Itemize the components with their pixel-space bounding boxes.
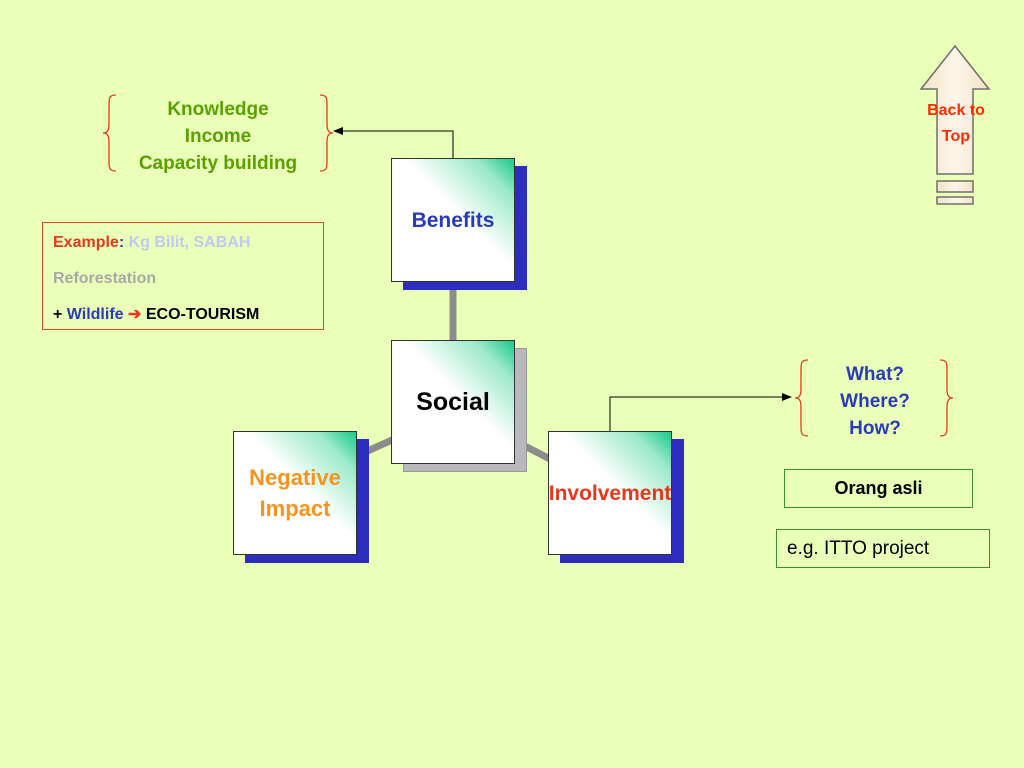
involvement-label: Involvement <box>548 481 672 505</box>
right-arrow-icon: ➔ <box>128 306 142 323</box>
benefit-income: Income <box>184 126 252 147</box>
benefits-label: Benefits <box>411 208 495 232</box>
example-colon: : <box>118 234 125 251</box>
back-to-top-line1: Back to <box>927 102 985 119</box>
involvement-node-face: Involvement <box>548 431 672 555</box>
negative-impact-node-face: Negative Impact <box>233 431 357 555</box>
benefits-node-face: Benefits <box>391 158 515 282</box>
example-box: Example: Kg Bilit, SABAH Reforestation +… <box>42 222 324 330</box>
right-brace-icon <box>794 359 954 437</box>
benefits-to-brace-arrow <box>333 127 454 158</box>
example-place: Kg Bilit, SABAH <box>128 234 251 251</box>
back-to-top-arrow-icon[interactable] <box>918 44 992 208</box>
itto-box: e.g. ITTO project <box>776 529 990 568</box>
orang-asli-box: Orang asli <box>784 469 973 508</box>
ecotourism-text: ECO-TOURISM <box>145 306 260 323</box>
benefits-brace-group: Knowledge Income Capacity building <box>100 92 336 174</box>
social-label: Social <box>416 387 490 416</box>
benefit-knowledge: Knowledge <box>167 99 269 120</box>
orang-asli-text: Orang asli <box>834 478 923 498</box>
reforestation-row: Reforestation <box>53 269 313 305</box>
plus-sign: + <box>53 306 63 323</box>
negative-impact-label-line2: Impact <box>259 496 331 521</box>
benefit-capacity-building: Capacity building <box>138 153 298 174</box>
example-row: Example: Kg Bilit, SABAH <box>53 233 313 269</box>
back-to-top-link[interactable]: Back to Top <box>906 98 1006 150</box>
wildlife-row: + Wildlife ➔ ECO-TOURISM <box>53 305 313 341</box>
example-label: Example <box>53 234 119 251</box>
itto-text: e.g. ITTO project <box>787 537 930 559</box>
question-where: Where? <box>840 391 910 412</box>
back-to-top-line2: Top <box>941 128 971 145</box>
questions-brace-group: What? Where? How? <box>794 357 956 439</box>
wildlife-text: Wildlife <box>66 306 124 323</box>
question-what: What? <box>845 364 905 385</box>
question-how: How? <box>849 418 901 439</box>
left-brace-icon <box>102 94 334 172</box>
involvement-to-questions-arrow <box>609 393 792 432</box>
reforestation-text: Reforestation <box>53 270 157 287</box>
social-node-face: Social <box>391 340 515 464</box>
negative-impact-label-line1: Negative <box>249 465 341 490</box>
